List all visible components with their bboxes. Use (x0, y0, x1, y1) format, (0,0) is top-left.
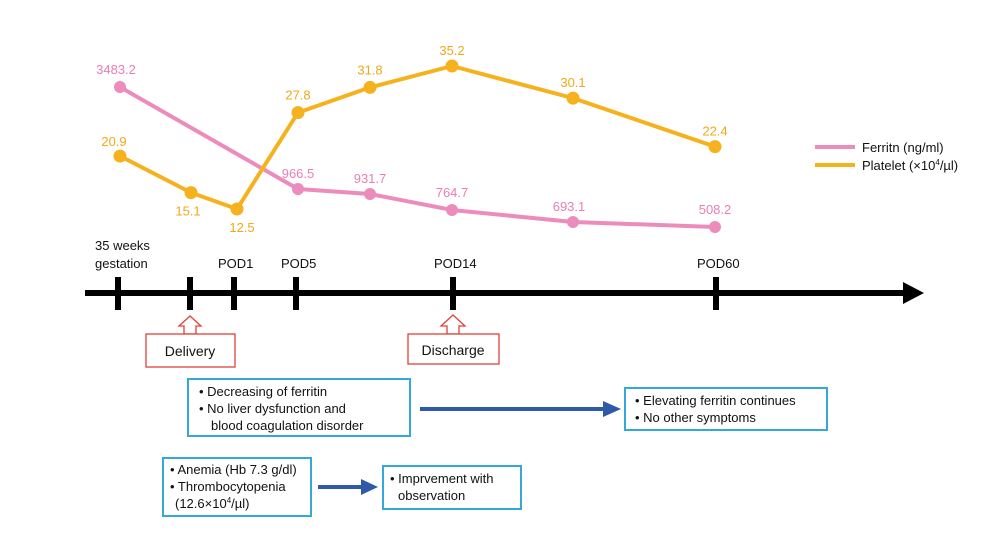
cbc-findings-line-2: • Thrombocytopenia (170, 479, 286, 494)
platelet-data-label: 20.9 (101, 134, 126, 149)
ferritin-data-label: 693.1 (553, 199, 586, 214)
ferritin-findings-line-1: • Decreasing of ferritin (199, 384, 327, 399)
platelet-data-label: 22.4 (702, 124, 727, 139)
platelet-line (119, 64, 716, 211)
ferritin-findings-box (187, 378, 411, 437)
cbc-findings-line-3: (12.6×104/µl) (175, 496, 249, 511)
ferritin-point (114, 81, 126, 93)
platelet-data-label: 30.1 (560, 75, 585, 90)
legend: Ferritn (ng/ml) Platelet (×104/µl) (815, 140, 958, 173)
cbc-outcome-line-2: observation (398, 488, 465, 503)
ferritin-findings-line-3: blood coagulation disorder (211, 418, 364, 433)
discharge-callout: Discharge (407, 314, 500, 365)
tick-label-pod5: POD5 (281, 256, 316, 271)
platelet-series: 20.9 15.1 12.5 27.8 31.8 35.2 30.1 22.4 (101, 43, 727, 235)
cbc-findings-line-1: • Anemia (Hb 7.3 g/dl) (170, 462, 297, 477)
ferritin-point (364, 188, 376, 200)
legend-platelet-label: Platelet (×104/µl) (862, 158, 958, 173)
ferritin-data-label: 966.5 (282, 166, 315, 181)
delivery-label: Delivery (165, 343, 216, 359)
tick-label-gestation-1: 35 weeks (95, 238, 150, 253)
delivery-box (145, 333, 236, 368)
platelet-data-label: 35.2 (439, 43, 464, 58)
tick-gestation (115, 277, 121, 310)
up-arrow-icon (177, 315, 203, 335)
platelet-point (230, 202, 244, 216)
tick-pod14 (450, 277, 456, 310)
ferritin-point (292, 183, 304, 195)
platelet-point (566, 91, 580, 105)
flow-arrowhead-icon (603, 401, 621, 417)
ferritin-outcome-line-2: • No other symptoms (635, 410, 756, 425)
tick-pod60 (713, 277, 719, 310)
delivery-callout: Delivery (145, 315, 236, 368)
ferritin-data-label: 931.7 (354, 171, 387, 186)
legend-ferritin-label: Ferritn (ng/ml) (862, 140, 944, 155)
tick-label-pod1: POD1 (218, 256, 253, 271)
platelet-point (445, 59, 459, 73)
tick-label-gestation-2: gestation (95, 256, 148, 271)
platelet-data-label: 15.1 (175, 204, 200, 219)
ferritin-findings-line-2: • No liver dysfunction and (199, 401, 346, 416)
platelet-point (184, 186, 198, 200)
cbc-flow: • Anemia (Hb 7.3 g/dl) • Thrombocytopeni… (162, 457, 522, 517)
ferritin-point (709, 221, 721, 233)
ferritin-data-label: 508.2 (699, 202, 732, 217)
timeline-axis: 35 weeks gestation POD1 POD5 POD14 POD60 (85, 238, 924, 310)
platelet-data-label: 27.8 (285, 88, 310, 103)
ferritin-data-label: 3483.2 (96, 62, 136, 77)
ferritin-series: 3483.2 966.5 931.7 764.7 693.1 508.2 (96, 62, 731, 233)
ferritin-outcome-line-1: • Elevating ferritin continues (635, 393, 796, 408)
ferritin-line (119, 85, 716, 229)
tick-label-pod14: POD14 (434, 256, 477, 271)
tick-label-pod60: POD60 (697, 256, 740, 271)
ferritin-data-label: 764.7 (436, 185, 469, 200)
platelet-point (708, 140, 722, 154)
tick-pod5 (293, 277, 299, 310)
platelet-point (291, 106, 305, 120)
up-arrow-icon (439, 314, 467, 335)
timeline-arrowhead (903, 282, 924, 304)
cbc-findings-box (162, 457, 312, 517)
cbc-outcome-box (382, 465, 522, 510)
ferritin-point (446, 204, 458, 216)
cbc-outcome-line-1: • Imprvement with (390, 471, 494, 486)
ferritin-outcome-box (624, 387, 828, 431)
ferritin-point (567, 216, 579, 228)
ferritin-flow: • Decreasing of ferritin • No liver dysf… (187, 378, 828, 437)
flow-arrowhead-icon (361, 479, 378, 495)
discharge-label: Discharge (421, 342, 484, 358)
tick-delivery (187, 277, 193, 310)
discharge-box (407, 333, 500, 365)
platelet-data-label: 31.8 (357, 62, 382, 77)
platelet-data-label: 12.5 (229, 220, 254, 235)
tick-pod1 (231, 277, 237, 310)
platelet-point (113, 149, 127, 163)
platelet-point (363, 80, 377, 94)
